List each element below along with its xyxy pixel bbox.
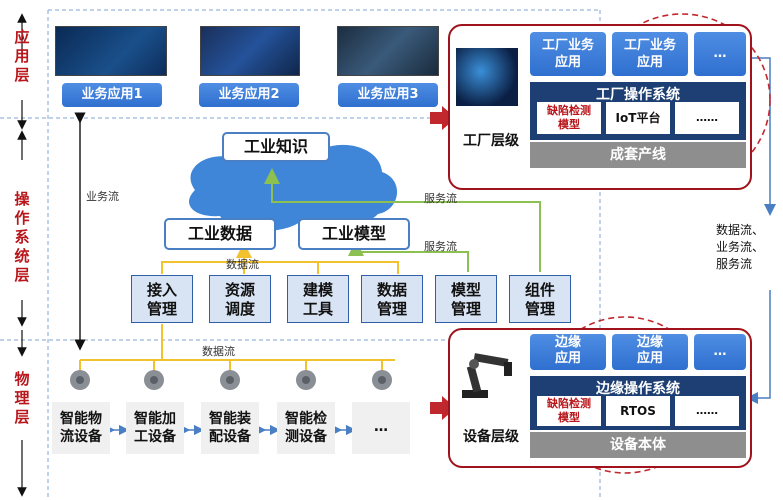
- layer-label-physical: 物理层: [14, 370, 30, 426]
- business-flow-label: 业务流: [86, 190, 119, 203]
- service-flow-label-top: 服务流: [424, 192, 457, 205]
- factory-app-2[interactable]: 工厂业务应用: [612, 32, 688, 76]
- device-more[interactable]: …: [352, 402, 410, 454]
- mgmt-data[interactable]: 数据管理: [361, 275, 423, 323]
- side-flow-label: 数据流、 业务流、 服务流: [716, 223, 765, 271]
- factory-os-title: 工厂操作系统: [596, 87, 680, 103]
- app-button-2[interactable]: 业务应用2: [199, 83, 299, 107]
- data-bus-mid: [161, 261, 399, 274]
- edge-os-title: 边缘操作系统: [596, 381, 680, 397]
- industrial-data-box[interactable]: 工业数据: [164, 218, 276, 250]
- layer-label-os: 操作系统层: [14, 190, 30, 284]
- edge-app-2[interactable]: 边缘应用: [612, 334, 688, 370]
- app-button-1[interactable]: 业务应用1: [62, 83, 162, 107]
- app-thumbnail-2: [200, 26, 300, 76]
- factory-image: [456, 48, 518, 106]
- side-flow-top: [752, 57, 776, 216]
- mgmt-component[interactable]: 组件管理: [509, 275, 571, 323]
- side-flow-bottom: [746, 290, 771, 404]
- service-flow-label-mid: 服务流: [424, 240, 457, 253]
- factory-item-more[interactable]: ……: [675, 102, 739, 134]
- data-flow-label-mid: 数据流: [226, 258, 259, 271]
- robot-arm-image: [456, 344, 520, 400]
- service-flow-top: [264, 168, 541, 272]
- industrial-model-box[interactable]: 工业模型: [298, 218, 410, 250]
- app-button-3[interactable]: 业务应用3: [338, 83, 438, 107]
- service-flow-mid: [348, 240, 469, 272]
- factory-level-label: 工厂层级: [463, 133, 519, 149]
- device-processing[interactable]: 智能加工设备: [126, 402, 184, 454]
- device-inspection[interactable]: 智能检测设备: [277, 402, 335, 454]
- edge-item-more[interactable]: ……: [675, 396, 739, 426]
- edge-app-1[interactable]: 边缘应用: [530, 334, 606, 370]
- edge-level-label: 设备层级: [463, 429, 519, 445]
- edge-item-defect[interactable]: 缺陷检测模型: [537, 396, 601, 426]
- data-bus-low: [161, 324, 395, 361]
- factory-app-1[interactable]: 工厂业务应用: [530, 32, 606, 76]
- factory-base: 成套产线: [530, 142, 746, 168]
- mgmt-resource[interactable]: 资源调度: [209, 275, 271, 323]
- layer-label-app: 应用层: [14, 28, 30, 84]
- red-arrow-factory: [430, 106, 456, 130]
- mgmt-model[interactable]: 模型管理: [435, 275, 497, 323]
- red-arrow-edge: [430, 396, 456, 420]
- factory-app-more[interactable]: …: [694, 32, 746, 76]
- data-flow-label-low: 数据流: [202, 345, 235, 358]
- app-thumbnail-1: [55, 26, 167, 76]
- factory-item-defect[interactable]: 缺陷检测模型: [537, 102, 601, 134]
- edge-app-more[interactable]: …: [694, 334, 746, 370]
- edge-base: 设备本体: [530, 432, 746, 458]
- mgmt-access[interactable]: 接入管理: [131, 275, 193, 323]
- app-thumbnail-3: [337, 26, 439, 76]
- factory-item-iot[interactable]: IoT平台: [606, 102, 670, 134]
- edge-item-rtos[interactable]: RTOS: [606, 396, 670, 426]
- device-assembly[interactable]: 智能装配设备: [201, 402, 259, 454]
- device-logistics[interactable]: 智能物流设备: [52, 402, 110, 454]
- industrial-knowledge-box[interactable]: 工业知识: [222, 132, 330, 162]
- mgmt-modeling[interactable]: 建模工具: [287, 275, 349, 323]
